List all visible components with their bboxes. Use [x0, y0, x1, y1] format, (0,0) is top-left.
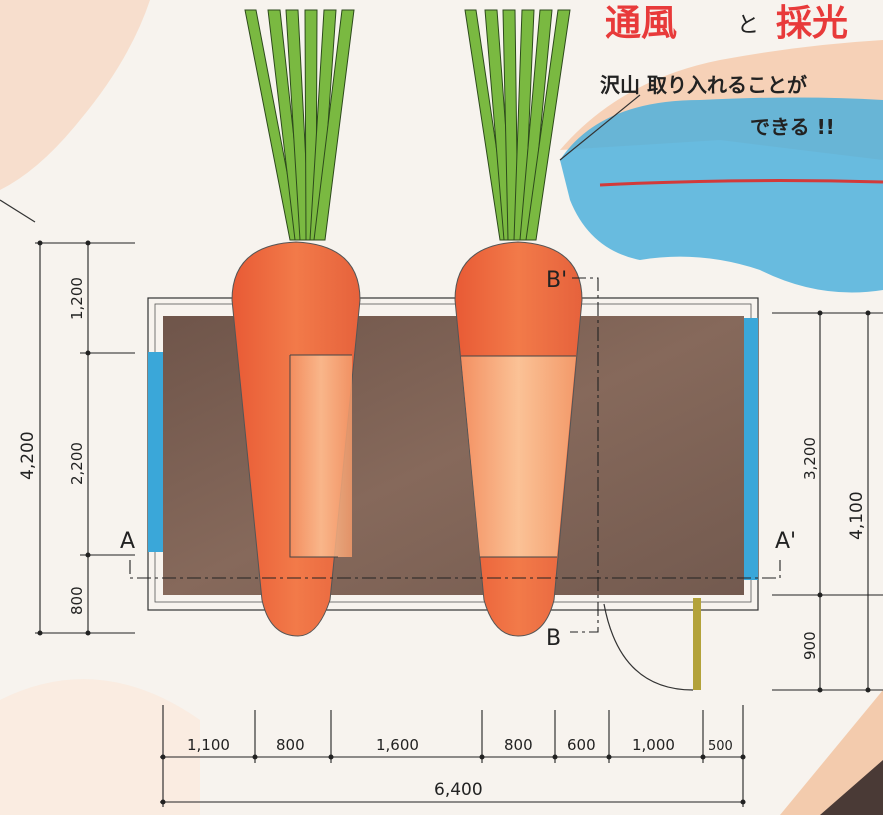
section-mark-b: B [546, 626, 561, 651]
dim-bottom-seg3: 1,600 [376, 736, 419, 754]
dim-bottom-seg2: 800 [276, 736, 305, 754]
dim-right-lower: 900 [801, 631, 819, 660]
section-mark-a: A [120, 529, 135, 554]
dim-bottom-seg1: 1,100 [187, 736, 230, 754]
section-line-b: B' B [546, 268, 599, 651]
headline-connector: と [737, 13, 759, 38]
section-mark-b-prime: B' [546, 268, 567, 293]
carrot-left [231, 241, 361, 637]
dim-bottom-seg7: 500 [708, 739, 733, 754]
dim-left-total: 4,200 [18, 431, 38, 480]
dim-left-bottom: 800 [68, 586, 86, 615]
window-right [744, 318, 758, 580]
dim-bottom-seg5: 600 [567, 736, 596, 754]
headline-part2: 採光 [776, 3, 848, 44]
headline-part1: 通風 [605, 3, 677, 44]
subtext-line1: 沢山 取り入れることが [600, 73, 807, 97]
dim-bottom-seg6: 1,000 [632, 736, 675, 754]
subtext-line2: できる !! [750, 115, 835, 139]
dim-right-upper: 3,200 [801, 437, 819, 480]
dim-left-middle: 2,200 [68, 442, 86, 485]
headline: 通風 と 採光 [605, 3, 848, 44]
carrot-right [454, 241, 583, 637]
dim-bottom-total: 6,400 [434, 780, 483, 800]
dimension-left [35, 240, 135, 636]
dim-bottom-seg4: 800 [504, 736, 533, 754]
dim-right-total: 4,100 [847, 491, 867, 540]
window-left [148, 352, 163, 552]
section-mark-a-prime: A' [775, 529, 796, 554]
dimension-right [772, 310, 883, 693]
carrot-left-leaves [244, 9, 355, 241]
dimension-bottom [160, 705, 746, 807]
section-line-a: A A' [120, 529, 796, 579]
dim-left-top: 1,200 [68, 277, 86, 320]
door [603, 598, 701, 691]
carrot-right-leaves [464, 9, 571, 241]
